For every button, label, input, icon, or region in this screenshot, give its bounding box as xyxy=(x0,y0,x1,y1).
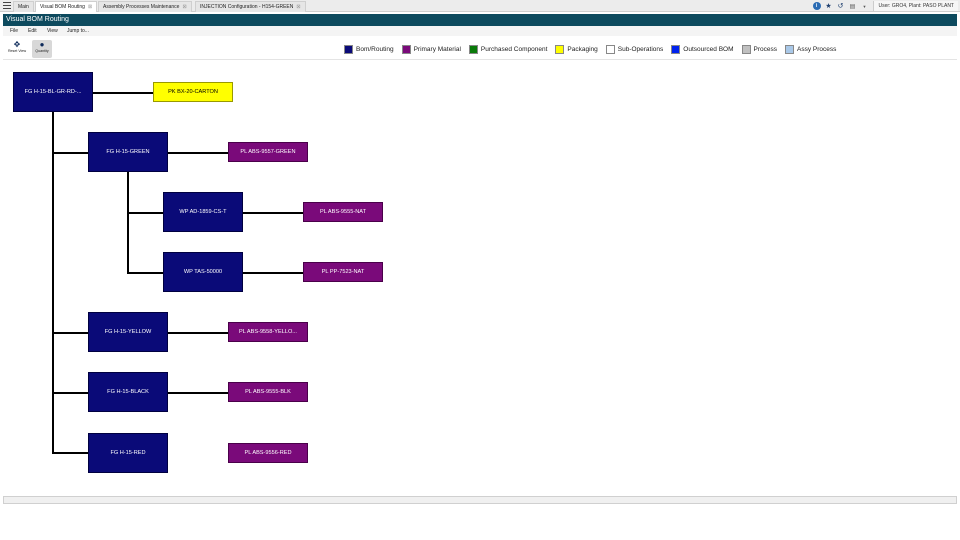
material-node-pl-pp[interactable]: PL PP-7523-NAT xyxy=(303,262,383,282)
legend-label: Process xyxy=(753,45,777,53)
legend-item-packaging: Packaging xyxy=(555,44,598,54)
bom-node-wp-tas[interactable]: WP TAS-50000 xyxy=(163,252,243,292)
connector-line xyxy=(53,332,88,334)
material-node-pl-yellow[interactable]: PL ABS-9558-YELLO... xyxy=(228,322,308,342)
connector-line xyxy=(168,332,228,334)
caret-down-icon[interactable]: ▼ xyxy=(862,3,867,9)
legend-item-assy-process: Assy Process xyxy=(784,44,837,54)
bom-node-fg-green[interactable]: FG H-15-GREEN xyxy=(88,132,168,172)
tab-label: Main xyxy=(18,4,29,10)
legend: Bom/Routing Primary Material Purchased C… xyxy=(344,44,844,54)
legend-swatch xyxy=(784,44,794,54)
legend-item-process: Process xyxy=(741,44,777,54)
legend-label: Packaging xyxy=(567,45,598,53)
tab-bar: Main Visual BOM Routing⊠ Assembly Proces… xyxy=(0,0,960,12)
connector-line xyxy=(168,392,228,394)
legend-label: Outsourced BOM xyxy=(683,45,734,53)
header-actions: i ★ ↺ ▤ ▼ User: GRO4, Plant: PASO PLANT xyxy=(812,0,960,12)
legend-item-purchased-component: Purchased Component xyxy=(468,44,548,54)
tab-main[interactable]: Main xyxy=(13,1,34,12)
material-node-pl-blk[interactable]: PL ABS-9555-BLK xyxy=(228,382,308,402)
reset-view-button[interactable]: ✥ Reset View xyxy=(7,40,27,58)
tab-label: Visual BOM Routing xyxy=(40,4,85,10)
legend-swatch xyxy=(468,44,478,54)
legend-label: Assy Process xyxy=(796,45,837,53)
packaging-node-carton[interactable]: PK BX-20-CARTON xyxy=(153,82,233,102)
legend-swatch xyxy=(555,44,565,54)
connector-line xyxy=(52,112,54,454)
material-node-pl-nat[interactable]: PL ABS-9555-NAT xyxy=(303,202,383,222)
quantity-label: Quantity xyxy=(35,49,49,53)
tab-visual-bom-routing[interactable]: Visual BOM Routing⊠ xyxy=(35,1,98,12)
bom-node-root[interactable]: FG H-15-BL-GR-RD-... xyxy=(13,72,93,112)
bom-node-wp-ad[interactable]: WP AD-1859-CS-T xyxy=(163,192,243,232)
material-node-pl-red[interactable]: PL ABS-9556-RED xyxy=(228,443,308,463)
connector-line xyxy=(53,392,88,394)
close-tab-icon[interactable]: ⊠ xyxy=(87,4,93,10)
hamburger-menu-icon[interactable] xyxy=(3,2,11,9)
legend-swatch xyxy=(344,44,353,54)
close-tab-icon[interactable]: ⊠ xyxy=(182,4,187,10)
connector-line xyxy=(128,272,163,274)
tab-assembly-processes[interactable]: Assembly Processes Maintenance⊠ xyxy=(98,1,192,12)
connector-line xyxy=(243,272,303,274)
bom-diagram-canvas[interactable]: FG H-15-BL-GR-RD-... PK BX-20-CARTON FG … xyxy=(3,60,957,495)
bom-node-fg-red[interactable]: FG H-15-RED xyxy=(88,433,168,473)
legend-item-sub-operations: Sub-Operations xyxy=(605,44,664,54)
legend-item-primary-material: Primary Material xyxy=(401,44,461,54)
user-info[interactable]: User: GRO4, Plant: PASO PLANT xyxy=(872,1,958,11)
connector-line xyxy=(128,212,163,214)
star-icon[interactable]: ★ xyxy=(825,3,832,10)
menu-jump-to[interactable]: Jump to... xyxy=(67,28,89,34)
tab-label: Assembly Processes Maintenance xyxy=(103,4,180,10)
material-node-pl-green[interactable]: PL ABS-9557-GREEN xyxy=(228,142,308,162)
connector-line xyxy=(243,212,303,214)
tab-injection-configuration[interactable]: INJECTION Configuration - H154-GREEN⊠ xyxy=(195,1,306,12)
legend-swatch xyxy=(741,44,751,54)
reset-view-icon: ✥ xyxy=(13,40,21,49)
tab-label: INJECTION Configuration - H154-GREEN xyxy=(200,4,294,10)
bom-node-fg-yellow[interactable]: FG H-15-YELLOW xyxy=(88,312,168,352)
window-title: Visual BOM Routing xyxy=(3,14,957,26)
connector-line xyxy=(93,92,153,94)
close-tab-icon[interactable]: ⊠ xyxy=(296,4,301,10)
history-icon[interactable]: ↺ xyxy=(837,3,844,10)
legend-label: Sub-Operations xyxy=(617,45,664,53)
legend-label: Purchased Component xyxy=(480,45,548,53)
legend-item-bom-routing: Bom/Routing xyxy=(344,44,394,54)
connector-line xyxy=(168,152,228,154)
menu-bar: File Edit View Jump to... xyxy=(3,26,957,36)
legend-label: Primary Material xyxy=(413,45,461,53)
reset-view-label: Reset View xyxy=(7,49,27,53)
connector-line xyxy=(53,152,88,154)
quantity-icon: ● xyxy=(39,40,45,49)
legend-swatch xyxy=(671,44,681,54)
connector-line xyxy=(127,172,129,274)
menu-view[interactable]: View xyxy=(47,28,58,34)
info-icon[interactable]: i xyxy=(812,2,821,10)
legend-item-outsourced-bom: Outsourced BOM xyxy=(671,44,734,54)
print-icon[interactable]: ▤ xyxy=(849,3,856,10)
horizontal-scrollbar[interactable] xyxy=(3,496,957,504)
connector-line xyxy=(53,452,88,454)
quantity-button[interactable]: ● Quantity xyxy=(32,40,52,58)
menu-file[interactable]: File xyxy=(10,28,19,34)
bom-node-fg-black[interactable]: FG H-15-BLACK xyxy=(88,372,168,412)
legend-swatch xyxy=(605,44,615,54)
toolbar: ✥ Reset View ● Quantity xyxy=(3,36,957,60)
legend-label: Bom/Routing xyxy=(356,45,394,53)
menu-edit[interactable]: Edit xyxy=(28,28,37,34)
legend-swatch xyxy=(401,44,411,54)
